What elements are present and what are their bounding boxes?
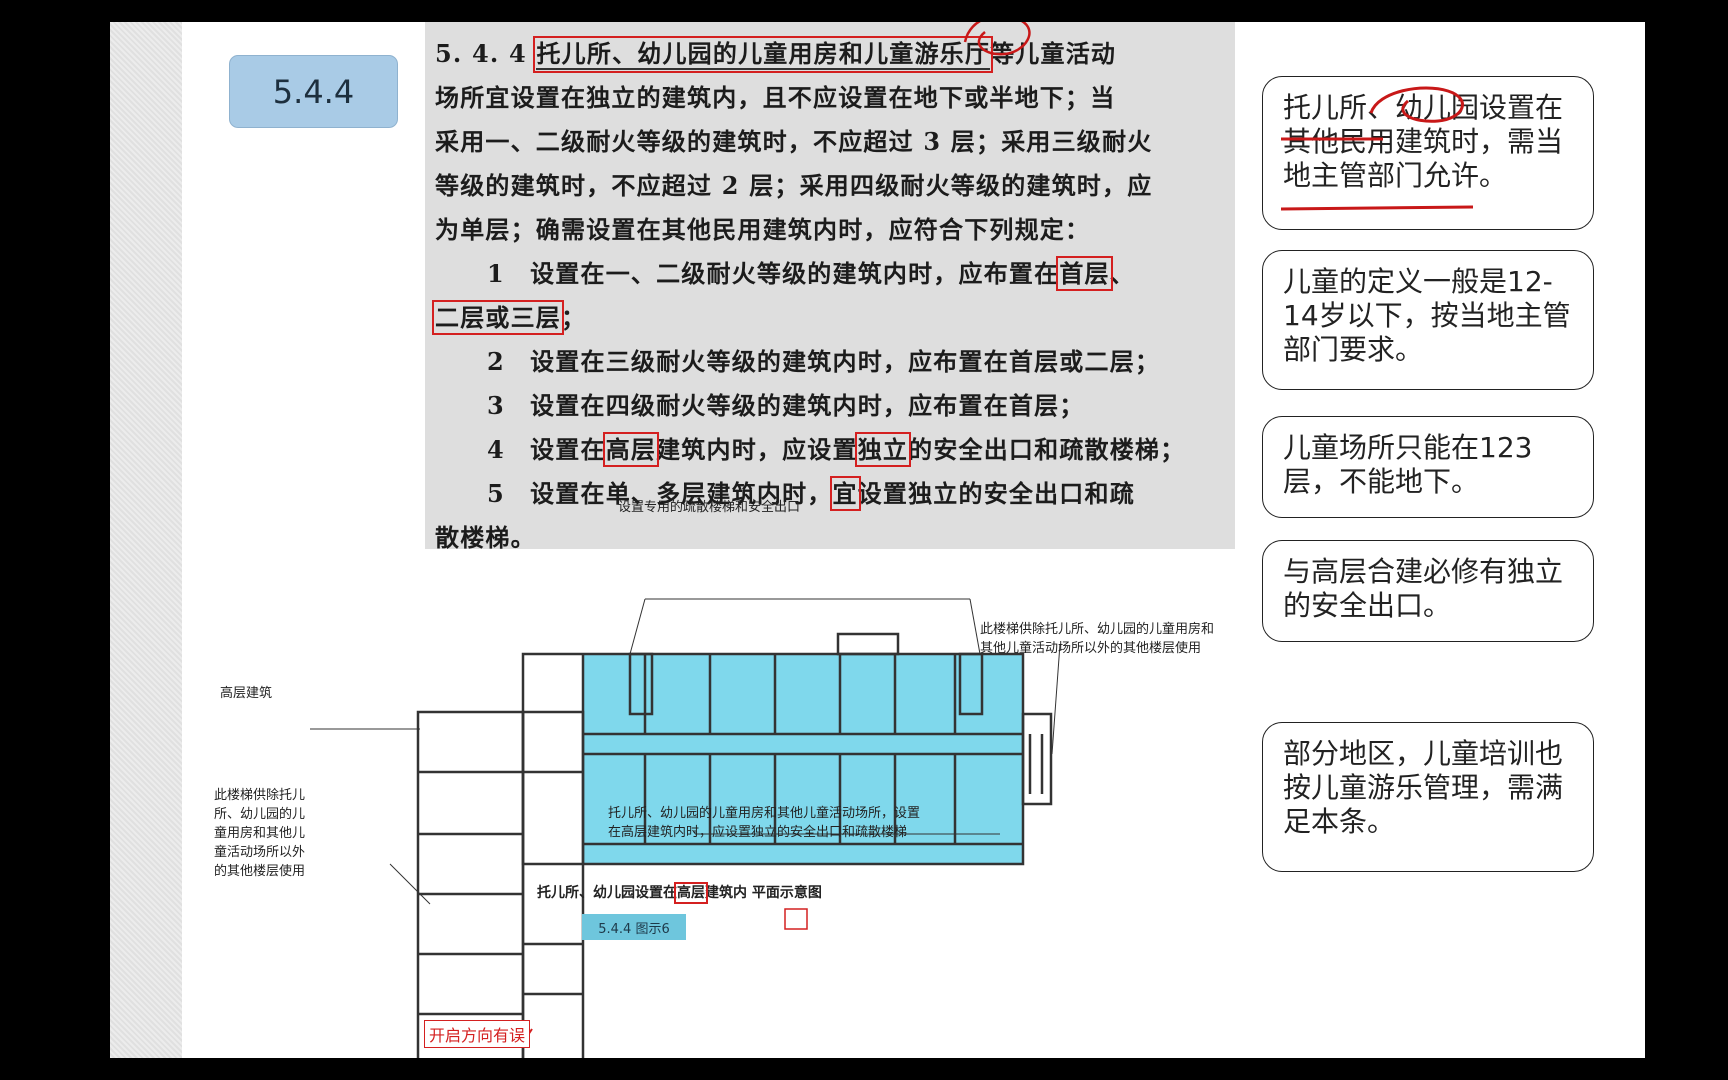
annotation-bottom-line-1: 托儿所、幼儿园的儿童用房和其他儿童活动场所，设置 <box>608 806 921 821</box>
clause-item-1-text: 1 设置在一、二级耐火等级的建筑内时，应布置在 <box>487 259 1060 288</box>
annotation-left-stair: 此楼梯供除托儿 所、幼儿园的儿 童用房和其他儿 童活动场所以外 的其他楼层使用 <box>214 786 305 881</box>
section-badge: 5.4.4 <box>229 55 398 128</box>
annotation-left-line-4: 童活动场所以外 <box>214 845 306 860</box>
clause-item-5-text-a: 5 设置在单、多层建筑内时， <box>487 479 833 508</box>
clause-item-4-text-c: 的安全出口和疏散楼梯； <box>908 435 1186 464</box>
plan-cyan-zone-bottom <box>583 742 1023 864</box>
annotation-left-line-1: 此楼梯供除托儿 <box>214 788 306 803</box>
note-card-4: 与高层合建必修有独立的安全出口。 <box>1262 540 1594 642</box>
clause-highlight-subject: 托儿所、幼儿园的儿童用房和儿童游乐厅 <box>533 36 994 73</box>
error-label: 开启方向有误 <box>424 1020 531 1048</box>
annotation-right-line-1: 此楼梯供除托儿所、幼儿园的儿童用房和 <box>980 622 1215 637</box>
annotation-left-line-5: 的其他楼层使用 <box>214 864 306 879</box>
note-card-1: 托儿所、幼儿园设置在其他民用建筑时，需当地主管部门允许。 <box>1262 76 1594 230</box>
annotation-left-line-2: 所、幼儿园的儿 <box>214 807 306 822</box>
clause-line-4: 等级的建筑时，不应超过 2 层；采用四级耐火等级的建筑时，应 <box>435 171 1153 200</box>
clause-line-2: 场所宜设置在独立的建筑内，且不应设置在地下或半地下；当 <box>435 83 1116 112</box>
clause-item-5: 5 设置在单、多层建筑内时，宜设置独立的安全出口和疏 <box>435 474 1135 511</box>
clause-item-5-end: 散楼梯。 <box>435 523 536 552</box>
handwritten-underline-annotation <box>1280 86 1474 211</box>
clause-item-1-sep: 、 <box>1109 259 1135 288</box>
figure-title-b: 建筑内 平面示意图 <box>705 885 822 901</box>
annotation-right-line-2: 其他儿童活动场所以外的其他楼层使用 <box>980 641 1202 656</box>
slide: 5.4.4 5. 4. 4 托儿所、幼儿园的儿童用房和儿童游乐厅等儿童活动 场所… <box>110 22 1645 1058</box>
plan-cyan-zone-top <box>583 654 1023 742</box>
slide-left-strip <box>110 22 182 1058</box>
clause-highlight-first-floor: 首层 <box>1056 256 1113 291</box>
clause-item-1-end: ； <box>561 303 587 332</box>
figure-title: 托儿所、幼儿园设置在高层建筑内 平面示意图 <box>537 882 822 904</box>
note-card-2: 儿童的定义一般是12-14岁以下，按当地主管部门要求。 <box>1262 250 1594 390</box>
clause-highlight-high-rise: 高层 <box>602 432 660 467</box>
clause-highlight-independent: 独立 <box>854 432 912 467</box>
clause-number: 5. 4. 4 <box>435 39 527 68</box>
clause-item-4-text-b: 建筑内时，应设置 <box>656 435 858 464</box>
clause-line-5: 为单层；确需设置在其他民用建筑内时，应符合下列规定： <box>435 215 1091 244</box>
clause-highlight-should: 宜 <box>829 476 861 511</box>
figure-badge: 5.4.4 图示6 <box>582 914 686 940</box>
annotation-left-line-3: 童用房和其他儿 <box>214 826 306 841</box>
annotation-right-stair: 此楼梯供除托儿所、幼儿园的儿童用房和 其他儿童活动场所以外的其他楼层使用 <box>980 620 1214 658</box>
figure-title-a: 托儿所、幼儿园设置在 <box>537 885 677 901</box>
clause-line-3: 采用一、二级耐火等级的建筑时，不应超过 3 层；采用三级耐火 <box>435 127 1153 156</box>
annotation-bottom-note: 托儿所、幼儿园的儿童用房和其他儿童活动场所，设置 在高层建筑内时，应设置独立的安… <box>608 804 920 842</box>
note-1-text: 托儿所、幼儿园设置在其他民用建筑时，需当地主管部门允许。 <box>1283 91 1564 192</box>
clause-item-3: 3 设置在四级耐火等级的建筑内时，应布置在首层； <box>487 391 1085 420</box>
handwritten-circle-annotation <box>963 22 1031 56</box>
note-card-5: 部分地区，儿童培训也按儿童游乐管理，需满足本条。 <box>1262 722 1594 872</box>
clause-item-4: 4 设置在高层建筑内时，应设置独立的安全出口和疏散楼梯； <box>435 430 1186 467</box>
clause-item-1-cont: 二层或三层； <box>432 298 587 335</box>
floor-plan-diagram <box>310 598 1061 1058</box>
clause-item-2: 2 设置在三级耐火等级的建筑内时，应布置在首层或二层； <box>487 347 1161 376</box>
note-card-3: 儿童场所只能在123层，不能地下。 <box>1262 416 1594 518</box>
clause-line-1: 5. 4. 4 托儿所、幼儿园的儿童用房和儿童游乐厅等儿童活动 <box>435 34 1116 73</box>
code-clause-panel: 5. 4. 4 托儿所、幼儿园的儿童用房和儿童游乐厅等儿童活动 场所宜设置在独立… <box>425 22 1235 552</box>
label-high-rise: 高层建筑 <box>220 686 273 701</box>
clause-highlight-second-third-floor: 二层或三层 <box>432 300 564 335</box>
clause-item-1: 1 设置在一、二级耐火等级的建筑内时，应布置在首层、 <box>435 254 1135 291</box>
annotation-bottom-line-2: 在高层建筑内时，应设置独立的安全出口和疏散楼梯 <box>608 825 908 840</box>
figure-title-highlight: 高层 <box>674 882 708 904</box>
clause-item-5-text-b: 设置独立的安全出口和疏 <box>857 479 1135 508</box>
clause-item-4-text-a: 4 设置在 <box>487 435 606 464</box>
annotation-top-exit: 设置专用的疏散楼梯和安全出口 <box>618 500 801 515</box>
